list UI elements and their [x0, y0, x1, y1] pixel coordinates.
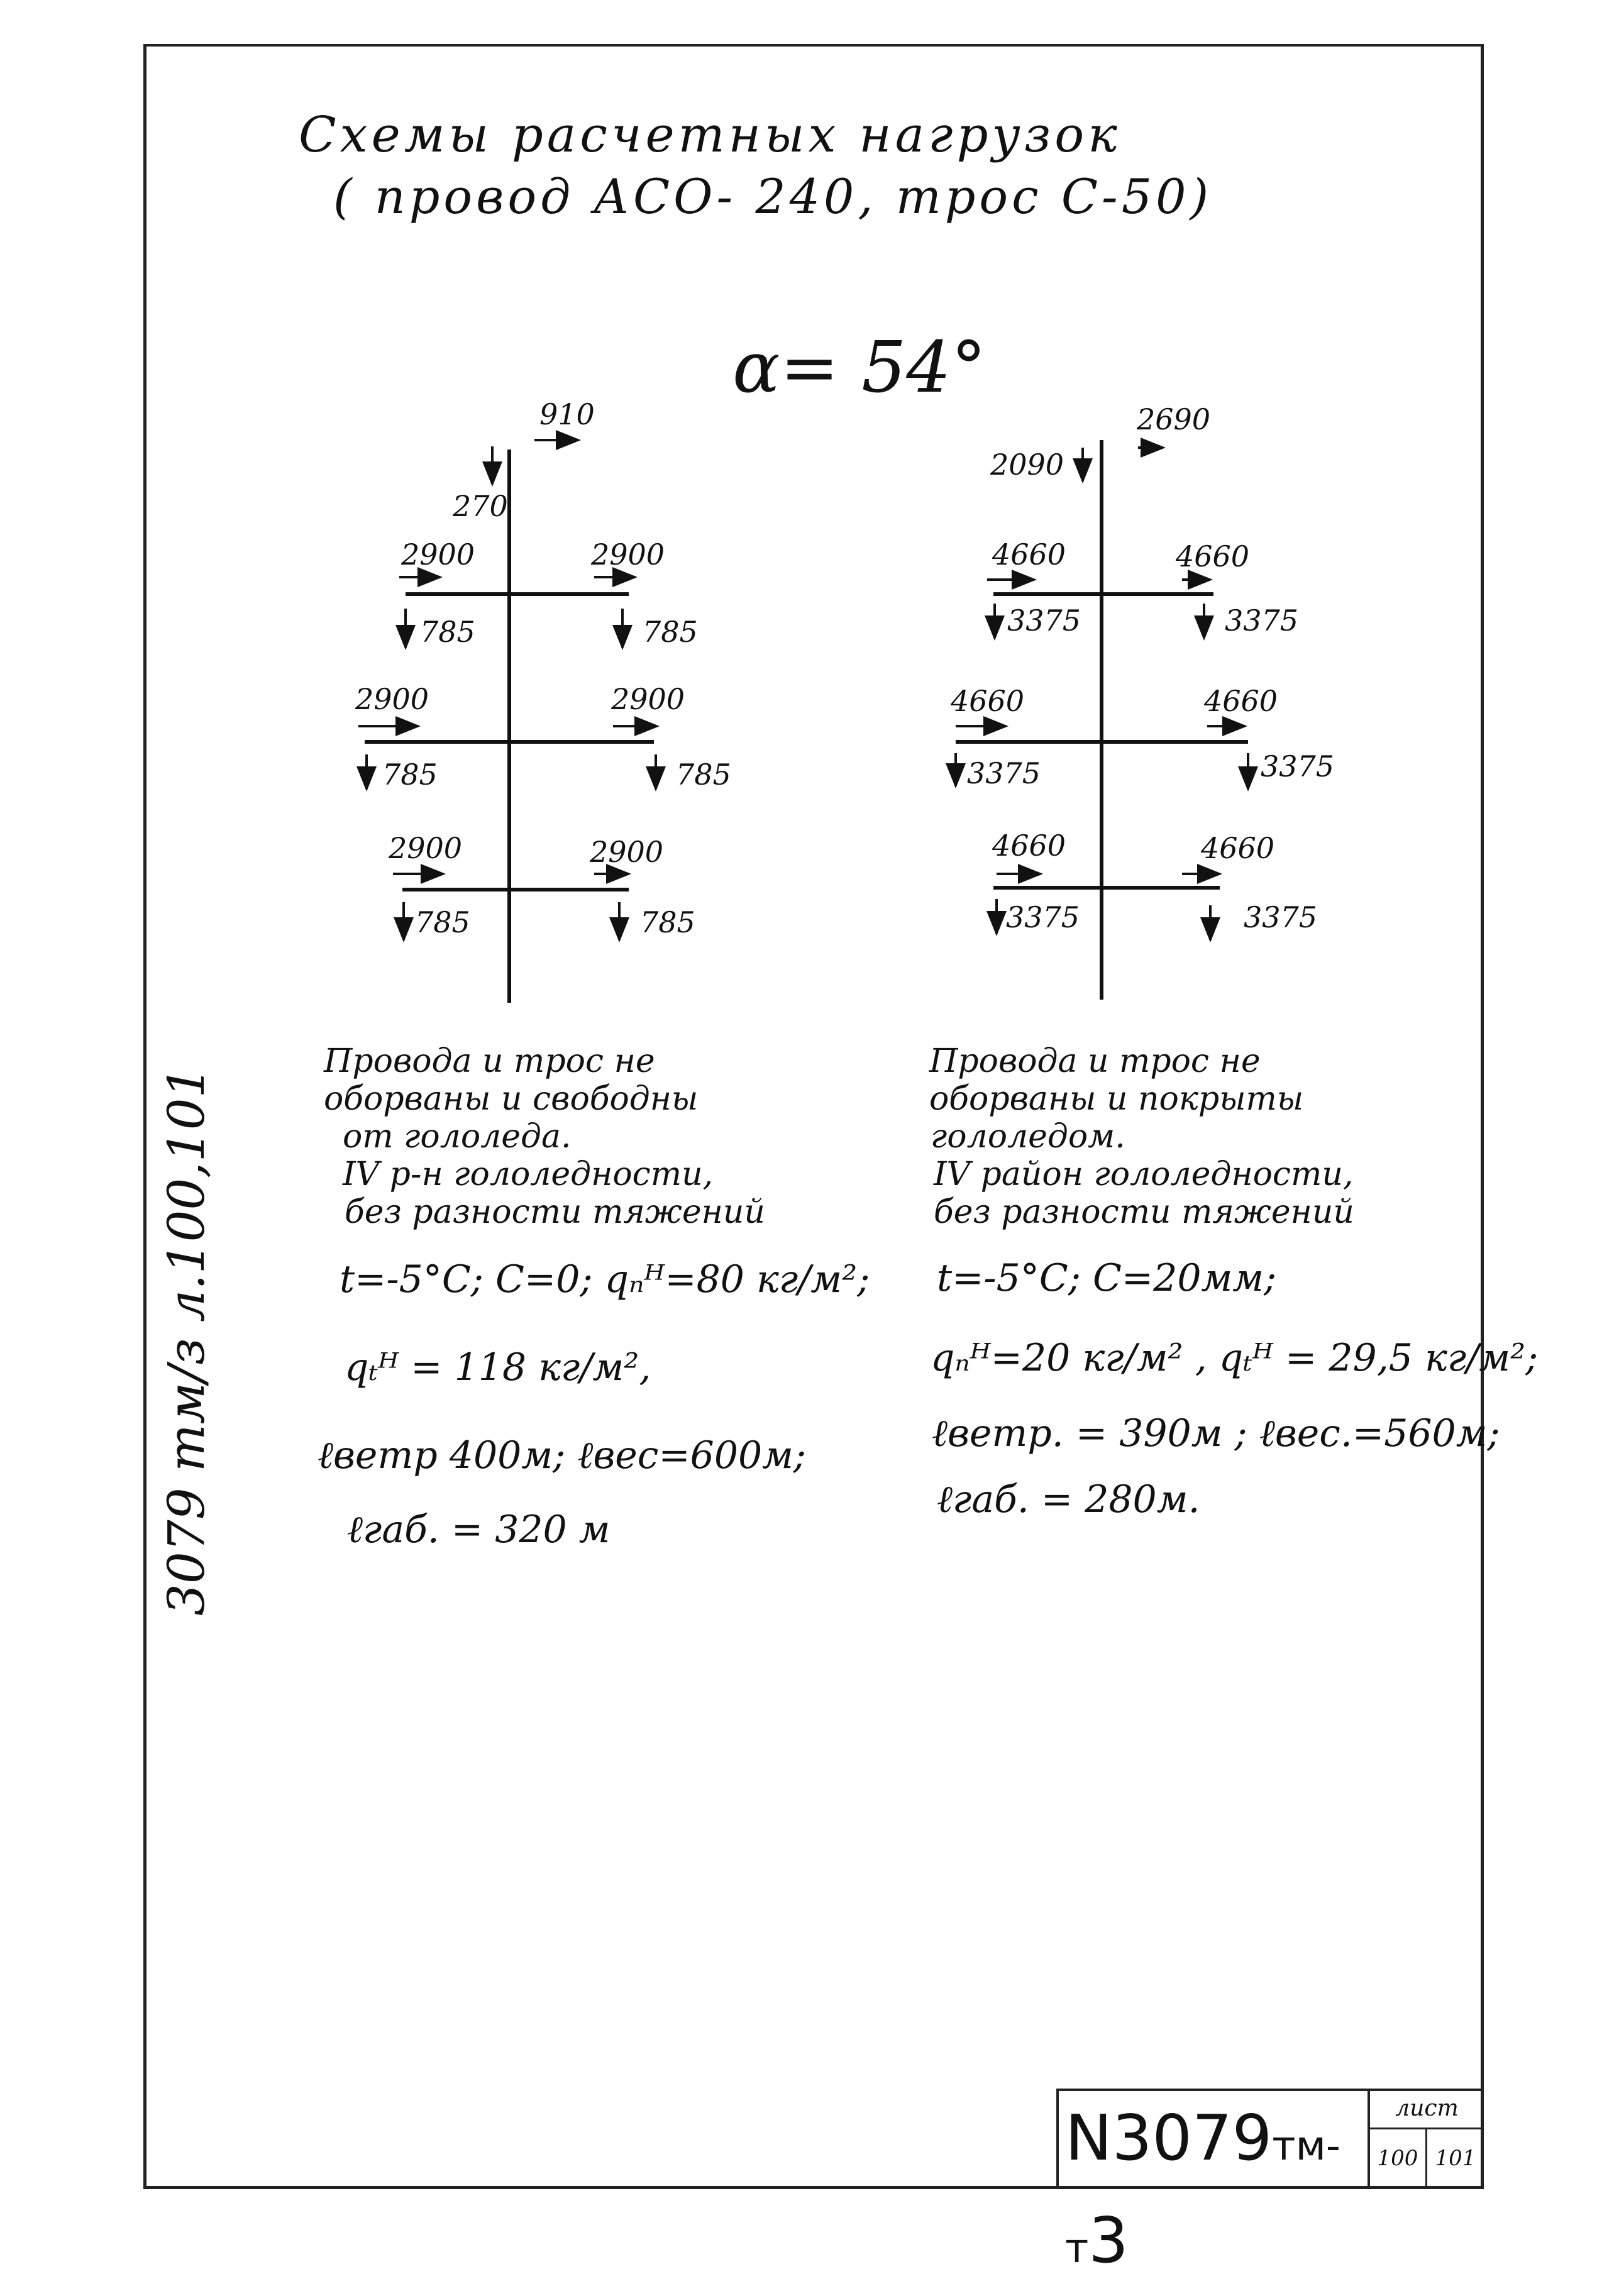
left-formula-4: ℓгаб. = 320 м — [347, 1508, 611, 1552]
sheet-number-b: 101 — [1435, 2146, 1476, 2171]
sheet-box: лист 100 101 — [1368, 2089, 1484, 2189]
right-formula-2: qₙᴴ=20 кг/м² , qₜᴴ = 29,5 кг/м²; — [931, 1336, 1539, 1380]
left-tier2-left-h: 2900 — [355, 682, 429, 716]
title-block-stamp: N3079тм-т3 лист 100 101 — [1056, 2089, 1484, 2277]
right-tier1-left-h: 4660 — [992, 538, 1066, 571]
right-tier1-left-v: 3375 — [1007, 604, 1081, 637]
load-schemes-diagram — [356, 430, 1258, 1003]
right-note-line-3: гололедом. — [931, 1118, 1125, 1156]
right-tier3-right-h: 4660 — [1201, 831, 1275, 865]
left-tier1-left-h: 2900 — [401, 538, 475, 571]
left-tier1-right-v: 785 — [643, 615, 698, 649]
left-note-line-2: оборваны и свободны — [324, 1080, 699, 1118]
right-tier2-left-v: 3375 — [967, 756, 1041, 790]
right-tier3-left-h: 4660 — [992, 829, 1066, 863]
right-note-line-2: оборваны и покрыты — [929, 1080, 1304, 1118]
left-formula-3: ℓветр 400м; ℓвес=600м; — [318, 1433, 807, 1477]
angle-label: α= 54° — [732, 327, 986, 409]
left-tier2-left-v: 785 — [382, 758, 438, 792]
left-tier2-right-v: 785 — [676, 758, 731, 792]
right-formula-4: ℓгаб. = 280м. — [937, 1477, 1200, 1521]
title-line-1: Схемы расчетных нагрузок — [299, 107, 1121, 163]
left-tier2-right-h: 2900 — [611, 682, 685, 716]
document-number: N3079тм-т3 — [1056, 2089, 1368, 2277]
right-formula-3: ℓветр. = 390м ; ℓвес.=560м; — [932, 1411, 1500, 1455]
document-number-end: 3 — [1088, 2204, 1129, 2277]
left-formula-2: qₜᴴ = 118 кг/м², — [345, 1345, 651, 1389]
left-tier3-right-h: 2900 — [590, 835, 664, 869]
left-tier1-right-h: 2900 — [591, 538, 665, 571]
right-top-vertical-load: 2090 — [990, 448, 1064, 482]
left-note-line-3: от гололеда. — [343, 1118, 572, 1156]
left-formula-1: t=-5°C; C=0; qₙᴴ=80 кг/м²; — [340, 1257, 870, 1301]
right-tier2-left-h: 4660 — [951, 684, 1025, 718]
side-document-code: 3079 тм/з л.100,101 — [157, 1066, 216, 1616]
right-top-horizontal-load: 2690 — [1137, 402, 1211, 436]
left-note-line-4: IV р-н гололедности, — [343, 1156, 714, 1193]
right-tier2-right-v: 3375 — [1261, 749, 1335, 783]
right-note-line-4: IV район гололедности, — [934, 1156, 1354, 1193]
right-tier2-right-h: 4660 — [1204, 684, 1278, 718]
right-formula-1: t=-5°C; C=20мм; — [937, 1256, 1277, 1300]
left-tier3-left-h: 2900 — [389, 831, 463, 865]
right-tier1-right-h: 4660 — [1176, 539, 1250, 573]
sheet-number-a: 100 — [1370, 2128, 1427, 2189]
left-tier1-left-v: 785 — [420, 615, 475, 649]
right-tier3-left-v: 3375 — [1006, 900, 1080, 934]
left-tier3-right-v: 785 — [640, 905, 695, 939]
title-line-2: ( провод АСО- 240, трос С-50) — [333, 168, 1213, 224]
left-note-line-1: Провода и трос не — [324, 1042, 655, 1080]
left-top-horizontal-load: 910 — [539, 397, 595, 431]
left-top-vertical-load: 270 — [453, 489, 508, 523]
left-note-line-5: без разности тяжений — [345, 1193, 765, 1231]
document-number-main: N3079 — [1065, 2101, 1273, 2175]
right-tier1-right-v: 3375 — [1225, 604, 1299, 637]
right-tier3-right-v: 3375 — [1244, 900, 1318, 934]
sheet-label: лист — [1370, 2091, 1484, 2129]
right-note-line-5: без разности тяжений — [934, 1193, 1354, 1231]
drawing-frame — [143, 44, 1484, 2189]
right-note-line-1: Провода и трос не — [929, 1042, 1261, 1080]
left-tier3-left-v: 785 — [415, 905, 470, 939]
